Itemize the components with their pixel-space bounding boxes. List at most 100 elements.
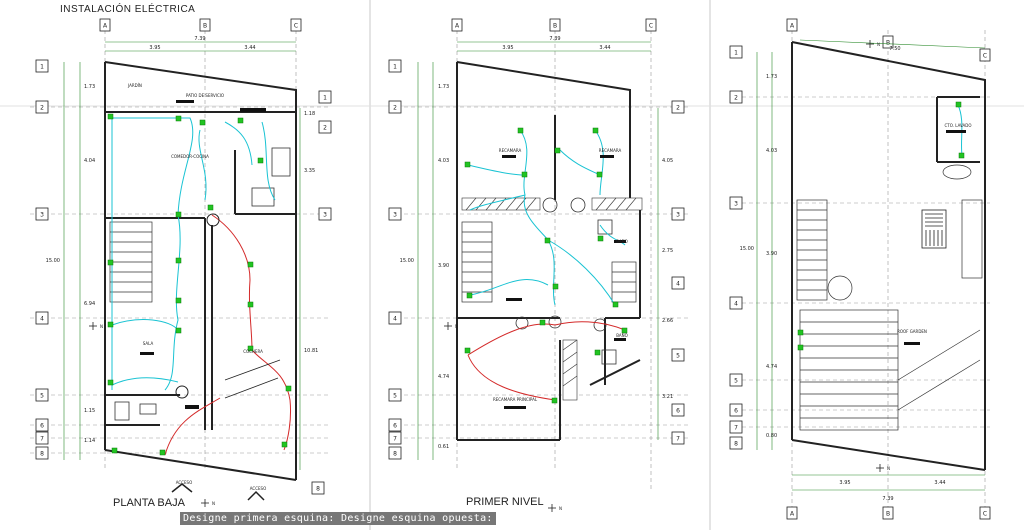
dim-vertical: 4.03 bbox=[766, 148, 777, 154]
row-bubble-label: 8 bbox=[393, 451, 397, 458]
dim-vertical: 4.74 bbox=[438, 374, 449, 380]
dim-total: 7.39 bbox=[882, 496, 893, 502]
row-bubble: 3 bbox=[318, 207, 332, 221]
dim-vertical: 6.94 bbox=[84, 301, 95, 307]
dim-vertical: 4.04 bbox=[84, 158, 95, 164]
column-bubble: A bbox=[451, 18, 463, 32]
dim-vertical: 0.80 bbox=[766, 433, 777, 439]
row-bubble: 8 bbox=[35, 446, 49, 460]
row-bubble: 3 bbox=[388, 207, 402, 221]
row-bubble-label: 6 bbox=[40, 423, 44, 430]
north-mark-label: N bbox=[455, 324, 458, 329]
column-bubble: C bbox=[979, 48, 991, 62]
row-bubble-label: 5 bbox=[734, 378, 738, 385]
column-bubble-label: A bbox=[790, 23, 795, 30]
room-label: ROOF GARDEN bbox=[897, 329, 927, 334]
row-bubble: 2 bbox=[671, 100, 685, 114]
dim-vertical: 4.74 bbox=[766, 364, 777, 370]
row-bubble: 7 bbox=[729, 420, 743, 434]
row-bubble-label: 6 bbox=[734, 408, 738, 415]
dim-vertical: 0.61 bbox=[438, 444, 449, 450]
row-bubble-label: 7 bbox=[734, 425, 738, 432]
north-arrow-icon: N bbox=[444, 322, 458, 330]
row-bubble: 3 bbox=[35, 207, 49, 221]
column-bubble-label: C bbox=[983, 53, 987, 60]
room-label: BAÑO bbox=[616, 239, 628, 244]
dim-vertical: 1.73 bbox=[766, 74, 777, 80]
dim-vertical: 2.75 bbox=[662, 248, 673, 254]
column-bubble: B bbox=[549, 18, 561, 32]
row-bubble-label: 4 bbox=[393, 316, 397, 323]
column-bubble: A bbox=[99, 18, 111, 32]
column-bubble: C bbox=[290, 18, 302, 32]
row-bubble-label: 7 bbox=[40, 436, 44, 443]
dim-vertical: 3.90 bbox=[766, 251, 777, 257]
dim-total-height: 15.00 bbox=[740, 246, 754, 252]
column-bubble: B bbox=[199, 18, 211, 32]
row-bubble-label: 6 bbox=[676, 408, 680, 415]
plan-azotea[interactable] bbox=[735, 30, 990, 510]
row-bubble-label: 5 bbox=[676, 353, 680, 360]
column-bubble-label: C bbox=[294, 23, 298, 30]
row-bubble: 2 bbox=[35, 100, 49, 114]
dim-left: 3.95 bbox=[839, 480, 850, 486]
row-bubble-label: 2 bbox=[393, 105, 397, 112]
dim-vertical: 1.73 bbox=[84, 84, 95, 90]
column-bubble-label: B bbox=[886, 40, 890, 47]
row-bubble: 2 bbox=[729, 90, 743, 104]
row-bubble: 5 bbox=[671, 348, 685, 362]
row-bubble: 6 bbox=[729, 403, 743, 417]
dim-vertical: 4.03 bbox=[438, 158, 449, 164]
dim-vertical: 1.14 bbox=[84, 438, 95, 444]
dim-vertical: 4.05 bbox=[662, 158, 673, 164]
north-mark-label: N bbox=[100, 324, 103, 329]
north-arrow-icon: N bbox=[201, 499, 215, 507]
column-bubble: B bbox=[882, 35, 894, 49]
column-bubble-label: C bbox=[649, 23, 653, 30]
plan-primer-nivel[interactable] bbox=[390, 30, 690, 490]
row-bubble-label: 7 bbox=[393, 436, 397, 443]
row-bubble-label: 8 bbox=[40, 451, 44, 458]
dim-right: 3.44 bbox=[244, 45, 255, 51]
row-bubble: 5 bbox=[388, 388, 402, 402]
room-label: PATIO DE SERVICIO bbox=[186, 93, 224, 98]
row-bubble: 3 bbox=[671, 207, 685, 221]
row-bubble-label: 3 bbox=[676, 212, 680, 219]
row-bubble-label: 3 bbox=[393, 212, 397, 219]
north-mark-label: N bbox=[559, 506, 562, 511]
row-bubble-label: 6 bbox=[393, 423, 397, 430]
north-mark-label: N bbox=[212, 501, 215, 506]
plan-planta-baja[interactable] bbox=[30, 30, 330, 501]
row-bubble-label: 1 bbox=[323, 95, 327, 102]
dim-right: 3.44 bbox=[934, 480, 945, 486]
command-line-prompt[interactable]: Designe primera esquina: Designe esquina… bbox=[180, 512, 496, 525]
row-bubble-label: 3 bbox=[323, 212, 327, 219]
dim-total: 7.39 bbox=[549, 36, 560, 42]
column-bubble: C bbox=[979, 506, 991, 520]
dim-vertical: 3.90 bbox=[438, 263, 449, 269]
row-bubble-label: 8 bbox=[734, 441, 738, 448]
dim-vertical: 1.15 bbox=[84, 408, 95, 414]
row-bubble: 2 bbox=[388, 100, 402, 114]
dim-vertical: 3.35 bbox=[304, 168, 315, 174]
room-label: JARDÍN bbox=[127, 83, 142, 88]
row-bubble: 7 bbox=[35, 431, 49, 445]
dim-vertical: 3.21 bbox=[662, 394, 673, 400]
row-bubble: 4 bbox=[35, 311, 49, 325]
row-bubble-label: 3 bbox=[734, 201, 738, 208]
north-arrow-icon: N bbox=[866, 40, 880, 48]
column-bubble: A bbox=[786, 506, 798, 520]
row-bubble: 4 bbox=[729, 296, 743, 310]
room-label: CTO. LAVADO bbox=[944, 123, 971, 128]
row-bubble-label: 2 bbox=[323, 125, 327, 132]
row-bubble: 6 bbox=[35, 418, 49, 432]
plan-label-primer-nivel: PRIMER NIVEL bbox=[466, 496, 544, 508]
dim-total-height: 15.00 bbox=[400, 258, 414, 264]
row-bubble-label: 3 bbox=[40, 212, 44, 219]
room-label: RECAMARA bbox=[599, 148, 622, 153]
row-bubble: 2 bbox=[318, 120, 332, 134]
row-bubble: 7 bbox=[671, 431, 685, 445]
